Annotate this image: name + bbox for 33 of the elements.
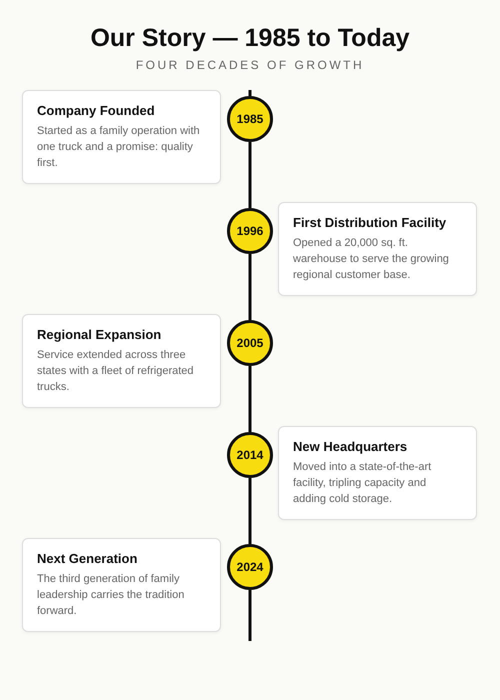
event-card [22,538,221,632]
year-label: 1985 [236,112,264,126]
event-description: Opened a 20,000 sq. ft. warehouse to serve the growing regional customer base. [293,236,450,283]
event-card [278,202,477,296]
event-description: Moved into a state-of-the-art facility, tripling capacity and adding cold storage. [293,460,432,507]
year-circle [227,432,273,478]
page-title: Our Story — 1985 to Today [89,24,411,53]
timeline-line [248,90,252,96]
event-title: New Headquarters [293,439,408,454]
timeline-line [248,366,252,432]
timeline-line [248,142,252,208]
event-title: First Distribution Facility [293,215,448,230]
year-circle [227,208,273,254]
event-title: Next Generation [37,551,138,566]
timeline-line [248,254,252,320]
year-label: 2024 [236,560,264,574]
event-title: Company Founded [37,103,156,118]
event-description: Started as a family operation with one truck and a promise: quality first. [37,124,201,171]
year-label: 2005 [236,336,264,350]
timeline-line [248,590,252,641]
event-card [22,90,221,184]
event-card [278,426,477,520]
year-circle [227,320,273,366]
subtitle: FOUR DECADES OF GROWTH [134,58,366,72]
event-description: The third generation of family leadership carries the tradition forward. [37,572,186,619]
year-circle [227,96,273,142]
year-circle [227,544,273,590]
timeline-line [248,478,252,544]
event-card [22,314,221,408]
event-title: Regional Expansion [37,327,162,342]
event-description: Service extended across three states with a fleet of refrigerated trucks. [37,348,195,395]
year-label: 2014 [236,448,264,462]
year-label: 1996 [236,224,264,238]
